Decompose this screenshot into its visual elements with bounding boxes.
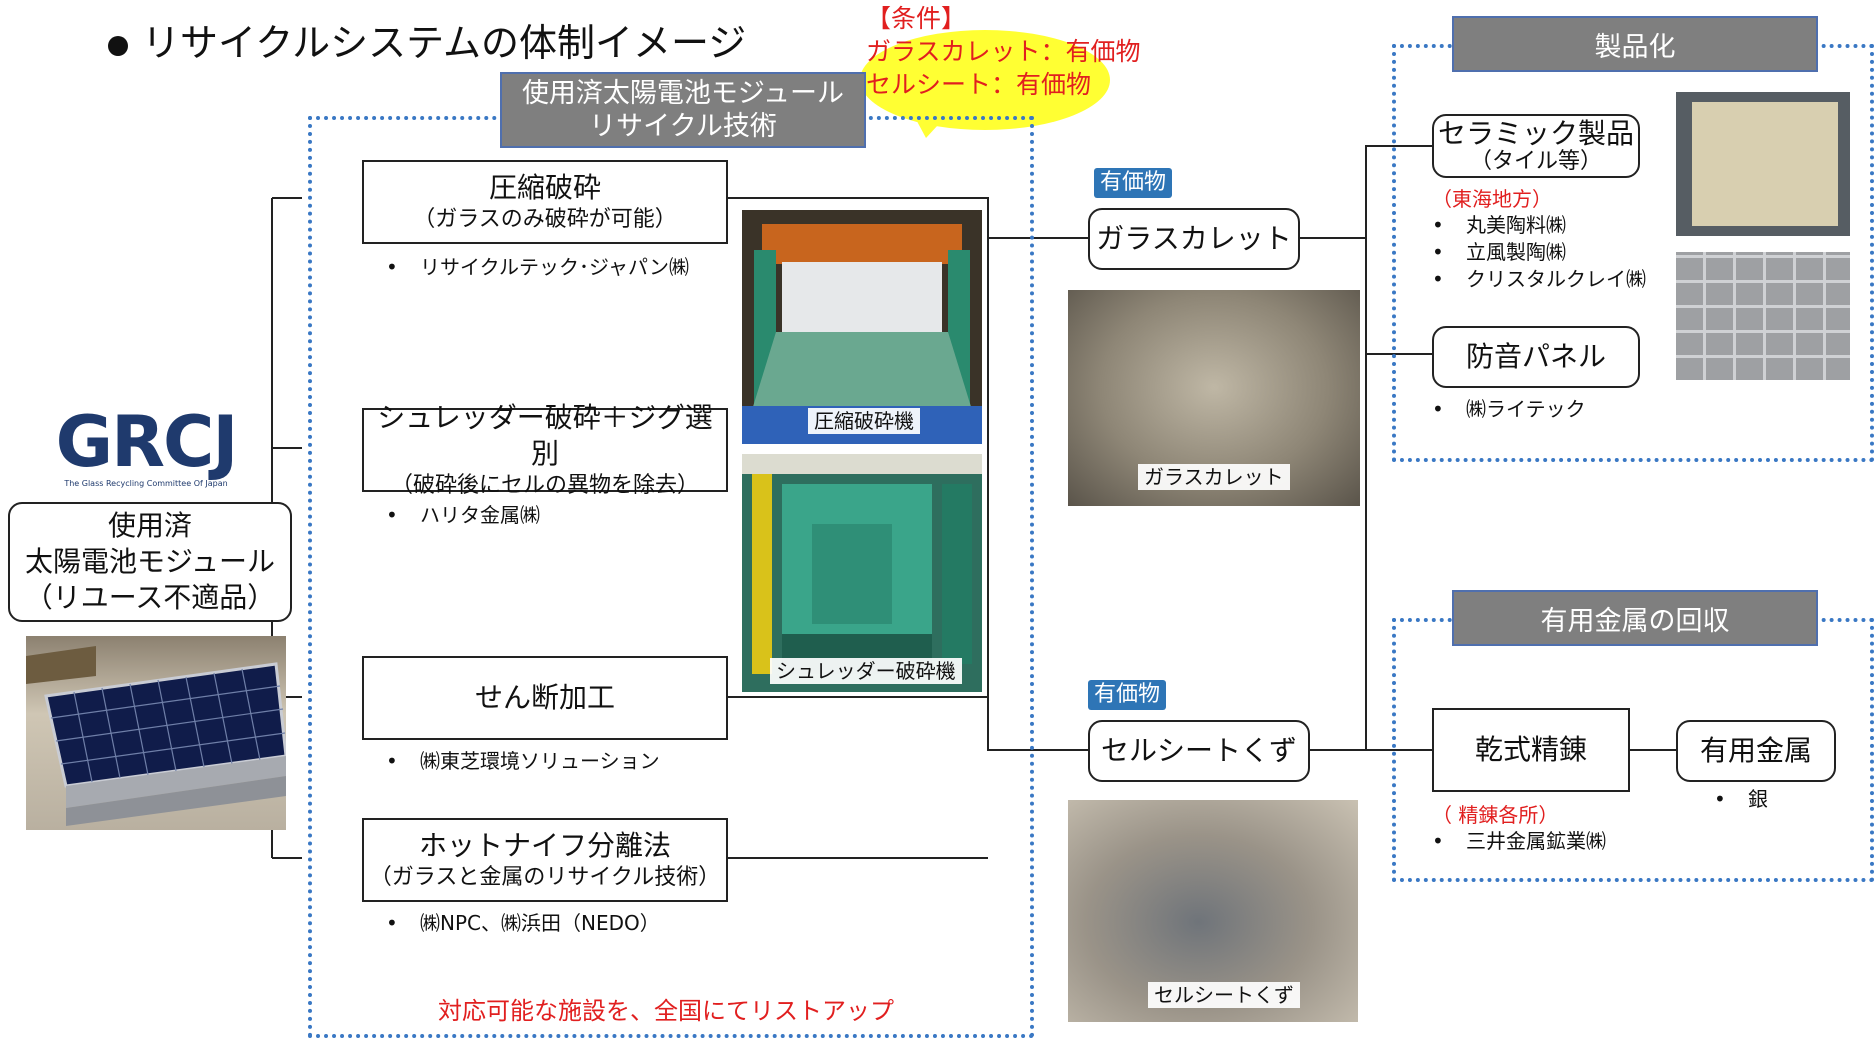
- process-company: リサイクルテック･ジャパン㈱: [386, 254, 689, 280]
- ceramic-sub: （タイル等）: [1469, 149, 1602, 174]
- process-company: ハリタ金属㈱: [386, 502, 540, 528]
- process-title: シュレッダー破砕＋ジグ選別: [377, 401, 713, 470]
- footer-note: 対応可能な施設を、全国にてリストアップ: [438, 997, 894, 1025]
- condition-line1: ガラスカレット：有価物: [866, 37, 1141, 66]
- ceramic-tile-photo: [1676, 92, 1850, 236]
- compression-machine-photo: 圧縮破砕機: [742, 210, 982, 444]
- process-sub: （ガラスのみ破砕が可能）: [413, 207, 677, 232]
- sound-panel-box: 防音パネル: [1432, 326, 1640, 388]
- valuable-tag-glass: 有価物: [1094, 168, 1173, 198]
- process-shearing-box: せん断加工: [362, 656, 728, 740]
- condition-heading: 【条件】: [866, 4, 967, 33]
- cell-sheet-caption: セルシートくず: [1148, 982, 1300, 1008]
- productization-header: 製品化: [1452, 16, 1818, 72]
- panel-grid-illustration: [1676, 252, 1850, 380]
- source-module-box: 使用済 太陽電池モジュール （リユース不適品）: [8, 502, 292, 622]
- process-shredder-box: シュレッダー破砕＋ジグ選別 （破砕後にセルの異物を除去）: [362, 401, 728, 498]
- process-title: 圧縮破砕: [488, 171, 601, 204]
- glass-cullet-photo: ガラスカレット: [1068, 290, 1360, 506]
- region-label: （東海地方）: [1432, 187, 1552, 211]
- shredder-machine-illustration: [742, 454, 982, 692]
- logo-subtitle: The Glass Recycling Committee Of Japan: [64, 479, 228, 488]
- useful-metal-box: 有用金属: [1676, 720, 1836, 782]
- grcj-logo: GRCJ The Glass Recycling Committee Of Ja…: [46, 406, 246, 490]
- condition-bubble: [860, 30, 1110, 130]
- sound-panel-photo: [1676, 252, 1850, 380]
- cell-sheet-photo: セルシートくず: [1068, 800, 1358, 1022]
- ceramic-company: クリスタルクレイ㈱: [1432, 266, 1646, 292]
- dry-smelting-box: 乾式精錬: [1432, 708, 1630, 792]
- machine-caption: 圧縮破砕機: [808, 408, 920, 434]
- process-sub: （破砕後にセルの異物を除去）: [390, 473, 699, 498]
- condition-line2: セルシート：有価物: [866, 70, 1092, 99]
- ceramic-company: 丸美陶料㈱: [1432, 212, 1566, 238]
- logo-letters: GRCJ: [55, 401, 239, 483]
- process-hotknife-box: ホットナイフ分離法 （ガラスと金属のリサイクル技術）: [362, 818, 728, 902]
- ceramic-company: 立風製陶㈱: [1432, 239, 1566, 265]
- technology-header: 使用済太陽電池モジュール リサイクル技術: [500, 72, 866, 148]
- process-company: ㈱東芝環境ソリューション: [386, 748, 660, 774]
- condition-text: 【条件】 ガラスカレット：有価物 セルシート：有価物: [866, 2, 1141, 101]
- smelters-label: （ 精錬各所）: [1432, 803, 1559, 827]
- glass-cullet-caption: ガラスカレット: [1138, 464, 1290, 490]
- solar-panel-illustration: [26, 646, 286, 826]
- process-sub: （ガラスと金属のリサイクル技術）: [369, 865, 721, 890]
- compression-machine-illustration: [742, 210, 982, 444]
- solar-panel-photo: [26, 636, 286, 830]
- process-title: せん断加工: [474, 681, 615, 714]
- tile-illustration: [1692, 102, 1838, 226]
- smelter-company: 三井金属鉱業㈱: [1432, 828, 1606, 854]
- bullet-dot-icon: [108, 35, 128, 56]
- machine-caption: シュレッダー破砕機: [770, 658, 962, 684]
- shredder-machine-photo: シュレッダー破砕機: [742, 454, 982, 692]
- ceramic-title: セラミック製品: [1437, 117, 1634, 150]
- process-title: ホットナイフ分離法: [418, 829, 671, 862]
- valuable-tag-cell: 有価物: [1088, 680, 1167, 710]
- sound-panel-company: ㈱ライテック: [1432, 396, 1586, 422]
- process-compression-box: 圧縮破砕 （ガラスのみ破砕が可能）: [362, 160, 728, 244]
- process-company: ㈱NPC、㈱浜田（NEDO）: [386, 910, 660, 936]
- silver-item: 銀: [1714, 786, 1768, 812]
- ceramic-products-box: セラミック製品 （タイル等）: [1432, 114, 1640, 178]
- cell-sheet-box: セルシートくず: [1088, 720, 1310, 782]
- metals-header: 有用金属の回収: [1452, 590, 1818, 646]
- page-title: リサイクルシステムの体制イメージ: [108, 18, 746, 68]
- glass-cullet-box: ガラスカレット: [1088, 208, 1300, 270]
